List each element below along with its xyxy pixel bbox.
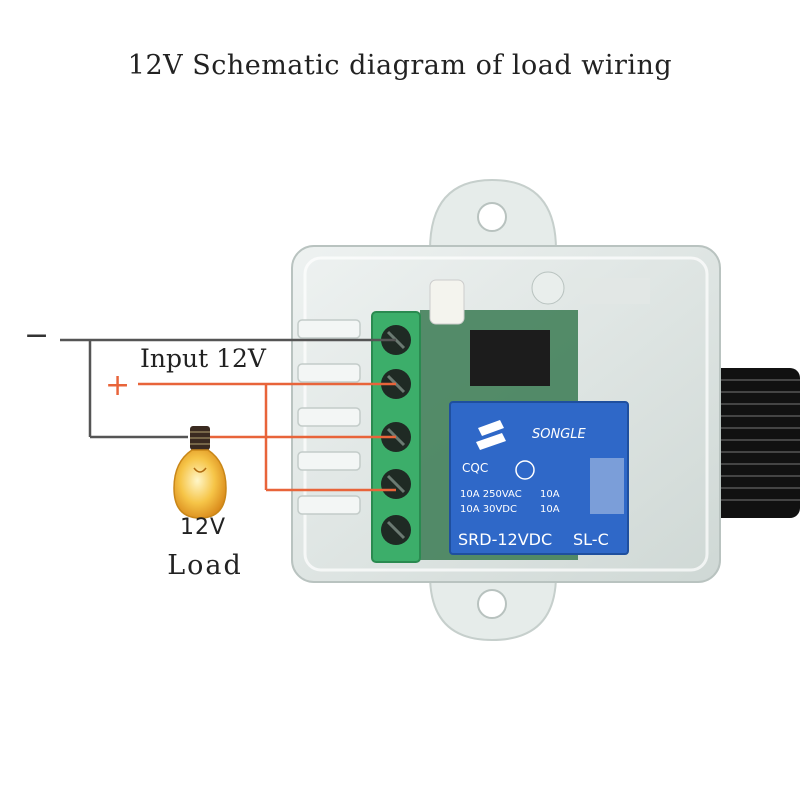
relay: SONGLE CQC 10A 250VAC 10A 30VDC 10A 10A … (449, 401, 629, 555)
relay-type: SL-C (573, 530, 609, 549)
input-voltage-label: Input 12V (140, 344, 266, 373)
relay-model: SRD-12VDC (458, 530, 552, 549)
diagram-title: 12V Schematic diagram of load wiring (127, 50, 673, 81)
mount-hole (477, 589, 507, 619)
mount-hole (477, 202, 507, 232)
wiring (60, 338, 396, 492)
load-label: Load (167, 550, 243, 581)
relay-brand: SONGLE (532, 427, 587, 442)
load-voltage-label: 12V (179, 515, 227, 540)
relay-logo-icon (476, 420, 506, 450)
relay-rating-1: 10A 250VAC (460, 489, 522, 500)
learn-button (531, 271, 565, 305)
capacitor (429, 279, 465, 325)
relay-rating-2: 10A 30VDC (460, 504, 517, 515)
light-bulb-icon (173, 426, 227, 519)
relay-rating-4: 10A (540, 504, 560, 515)
ic-chip (470, 330, 550, 386)
relay-rating-3: 10A (540, 489, 560, 500)
negative-label: − (24, 318, 50, 353)
positive-label: + (105, 368, 131, 403)
relay-cert-mark (515, 460, 535, 480)
antenna-coil-icon (705, 368, 800, 518)
relay-cert: CQC (462, 461, 488, 475)
